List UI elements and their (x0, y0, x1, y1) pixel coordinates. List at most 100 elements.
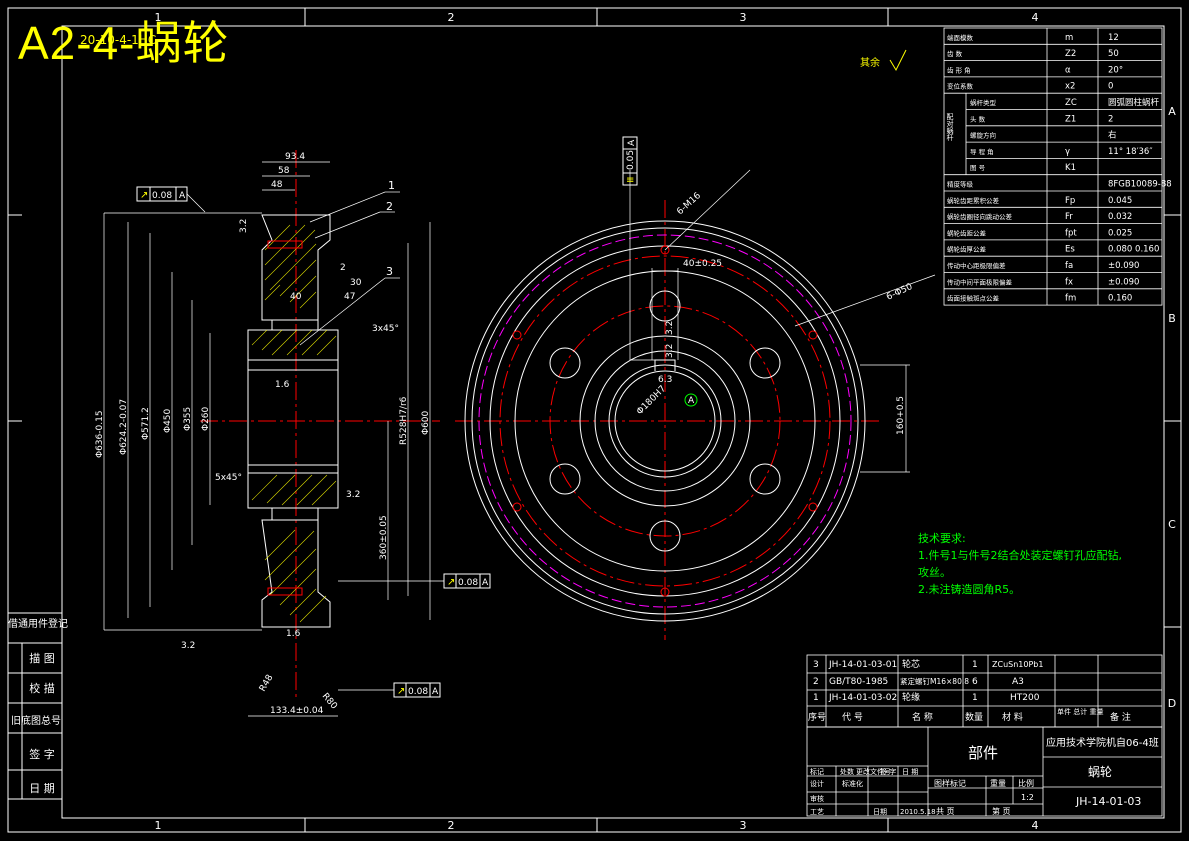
bom-row-1-name: 轮缘 (902, 691, 920, 703)
param-1-name: 端面模数 (947, 33, 974, 42)
tol-sym-3: ↗ (397, 686, 405, 697)
bom-row-3-name: 轮芯 (902, 658, 920, 670)
bom-row-3-qty: 1 (972, 660, 978, 670)
param-12-name: 蜗轮齿圈径向跳动公差 (947, 212, 1013, 221)
dim-40: 40 (290, 292, 302, 302)
grid-row-b: B (1168, 312, 1176, 325)
tech-req-heading: 技术要求: (918, 532, 966, 545)
dim-30: 30 (350, 278, 362, 288)
titleblock-scale: 1:2 (1021, 793, 1034, 802)
param-11-name: 蜗轮齿距累积公差 (947, 196, 1000, 205)
bom-row-2-mat: A3 (1012, 677, 1024, 687)
titleblock-drawing-no: JH-14-01-03 (1075, 795, 1141, 808)
param-12-sym: Fr (1065, 212, 1073, 222)
titleblock-lbl-design: 设计 (810, 779, 824, 788)
dim-180h7: Φ180H7 (635, 384, 668, 417)
side-label-date: 日 期 (29, 782, 55, 795)
param-10-name: 精度等级 (947, 180, 974, 189)
bom-row-1-code: JH-14-01-03-02 (828, 693, 897, 703)
tol-sym-2: ↗ (447, 577, 455, 588)
dim-133-4: 133.4±0.04 (270, 706, 324, 716)
titleblock-lbl-total: 共 页 (936, 807, 955, 816)
side-label-sign: 签 字 (29, 748, 55, 761)
bom-row-1-no: 1 (813, 693, 819, 703)
bom-header-note: 备 注 (1110, 711, 1131, 723)
dim-rough-3-2b: 3.2 (181, 641, 195, 651)
drawing-subtitle: 20-10-4-1HC (80, 33, 156, 47)
grid-col-2-bottom: 2 (448, 819, 455, 832)
tolerance-frame-top: ↗ 0.08 A (136, 186, 206, 213)
bom-row-2-name: 紧定螺钉M16×80.8 (900, 676, 969, 686)
dim-571: Φ571.2 (141, 407, 151, 440)
balloon-3: 3 (386, 265, 393, 278)
tol-ref-3: A (432, 687, 439, 697)
roughness-other-label: 其余 (860, 56, 880, 69)
dim-6-phi50: 6-Φ50 (885, 282, 914, 303)
tech-req-item-2: 攻丝。 (918, 566, 951, 579)
tol-val-2: 0.08 (458, 578, 478, 588)
titleblock-date: 2010.5.18 (900, 808, 936, 816)
bom-row-3-code: JH-14-01-03-01 (828, 660, 897, 670)
side-label-common-parts: 借通用件登记 (8, 619, 68, 630)
param-group-label: 配对蜗杆 (946, 113, 954, 142)
dim-355: Φ355 (183, 407, 193, 431)
param-16-val: ±0.090 (1108, 277, 1139, 287)
tol-ref-1: A (179, 191, 186, 201)
param-17-sym: fm (1065, 294, 1076, 304)
grid-col-4-bottom: 4 (1032, 819, 1039, 832)
grid-col-3-bottom: 3 (740, 819, 747, 832)
section-view: 93.4 58 48 40 2 30 47 3x45° 5x45° 1.6 3.… (95, 150, 491, 717)
param-11-val: 0.045 (1108, 196, 1132, 206)
dim-93-4: 93.4 (285, 152, 305, 162)
bom-row-2-qty: 6 (972, 677, 978, 687)
dim-636: Φ636-0.15 (95, 410, 105, 458)
dim-160: 160+0.5 (896, 396, 906, 435)
param-9-name: 图 号 (970, 164, 986, 172)
grid-col-4: 4 (1032, 11, 1039, 24)
side-label-check: 校 描 (29, 682, 55, 695)
titleblock-lbl-scale: 比例 (1018, 778, 1034, 788)
bom-header-qty: 数量 (965, 711, 983, 723)
dim-600: Φ600 (421, 410, 431, 435)
side-label-old-base: 旧底图总号 (11, 716, 61, 727)
tol-sym-1: ↗ (140, 190, 148, 201)
param-4-name: 变位系数 (947, 82, 974, 91)
titleblock-lbl-sign: 签 字 (880, 767, 896, 776)
dim-rough-3-2c: 3.2 (239, 219, 249, 233)
dim-360: 360±0.05 (379, 515, 389, 560)
tech-req-item-3: 2.未注铸造圆角R5。 (918, 583, 1021, 596)
param-15-val: ±0.090 (1108, 261, 1139, 271)
dim-58: 58 (278, 166, 290, 176)
param-4-val: 0 (1108, 82, 1113, 92)
tol-val-3: 0.08 (408, 687, 428, 697)
bom-row-2-no: 2 (813, 677, 819, 687)
tol-front-val: 0.05 (626, 150, 636, 170)
drawing-title: A2-4-蜗轮 (18, 17, 230, 69)
param-7-val: 右 (1108, 130, 1117, 141)
param-15-sym: fa (1065, 261, 1073, 271)
side-label-trace: 描 图 (29, 652, 55, 665)
titleblock-lbl-mark: 标记 (810, 767, 824, 776)
bom-header-weight: 单件 总计 重量 (1057, 707, 1103, 716)
param-14-sym: Es (1065, 245, 1075, 255)
param-8-name: 导 程 角 (970, 147, 994, 156)
param-6-name: 头 数 (970, 114, 986, 123)
balloon-2: 2 (386, 200, 393, 213)
tolerance-frame-mid: ↗ 0.08 A (338, 573, 491, 589)
tol-val-1: 0.08 (152, 191, 172, 201)
param-1-sym: m (1065, 33, 1073, 43)
tol-front-sym: ≡ (626, 175, 634, 186)
dim-2: 2 (340, 263, 346, 273)
parameter-table (943, 27, 1163, 306)
bom-header-code: 代 号 (842, 712, 863, 723)
titleblock-lbl-page: 第 页 (992, 806, 1011, 816)
param-15-name: 传动中心距极限偏差 (947, 261, 1006, 270)
balloon-1: 1 (388, 179, 395, 192)
titleblock-lbl-weight: 重量 (990, 778, 1006, 788)
tol-ref-2: A (482, 578, 489, 588)
dim-chamfer-3x45: 3x45° (372, 324, 399, 334)
param-5-name: 蜗杆类型 (970, 98, 997, 107)
param-4-sym: x2 (1065, 82, 1075, 92)
param-6-sym: Z1 (1065, 114, 1076, 124)
